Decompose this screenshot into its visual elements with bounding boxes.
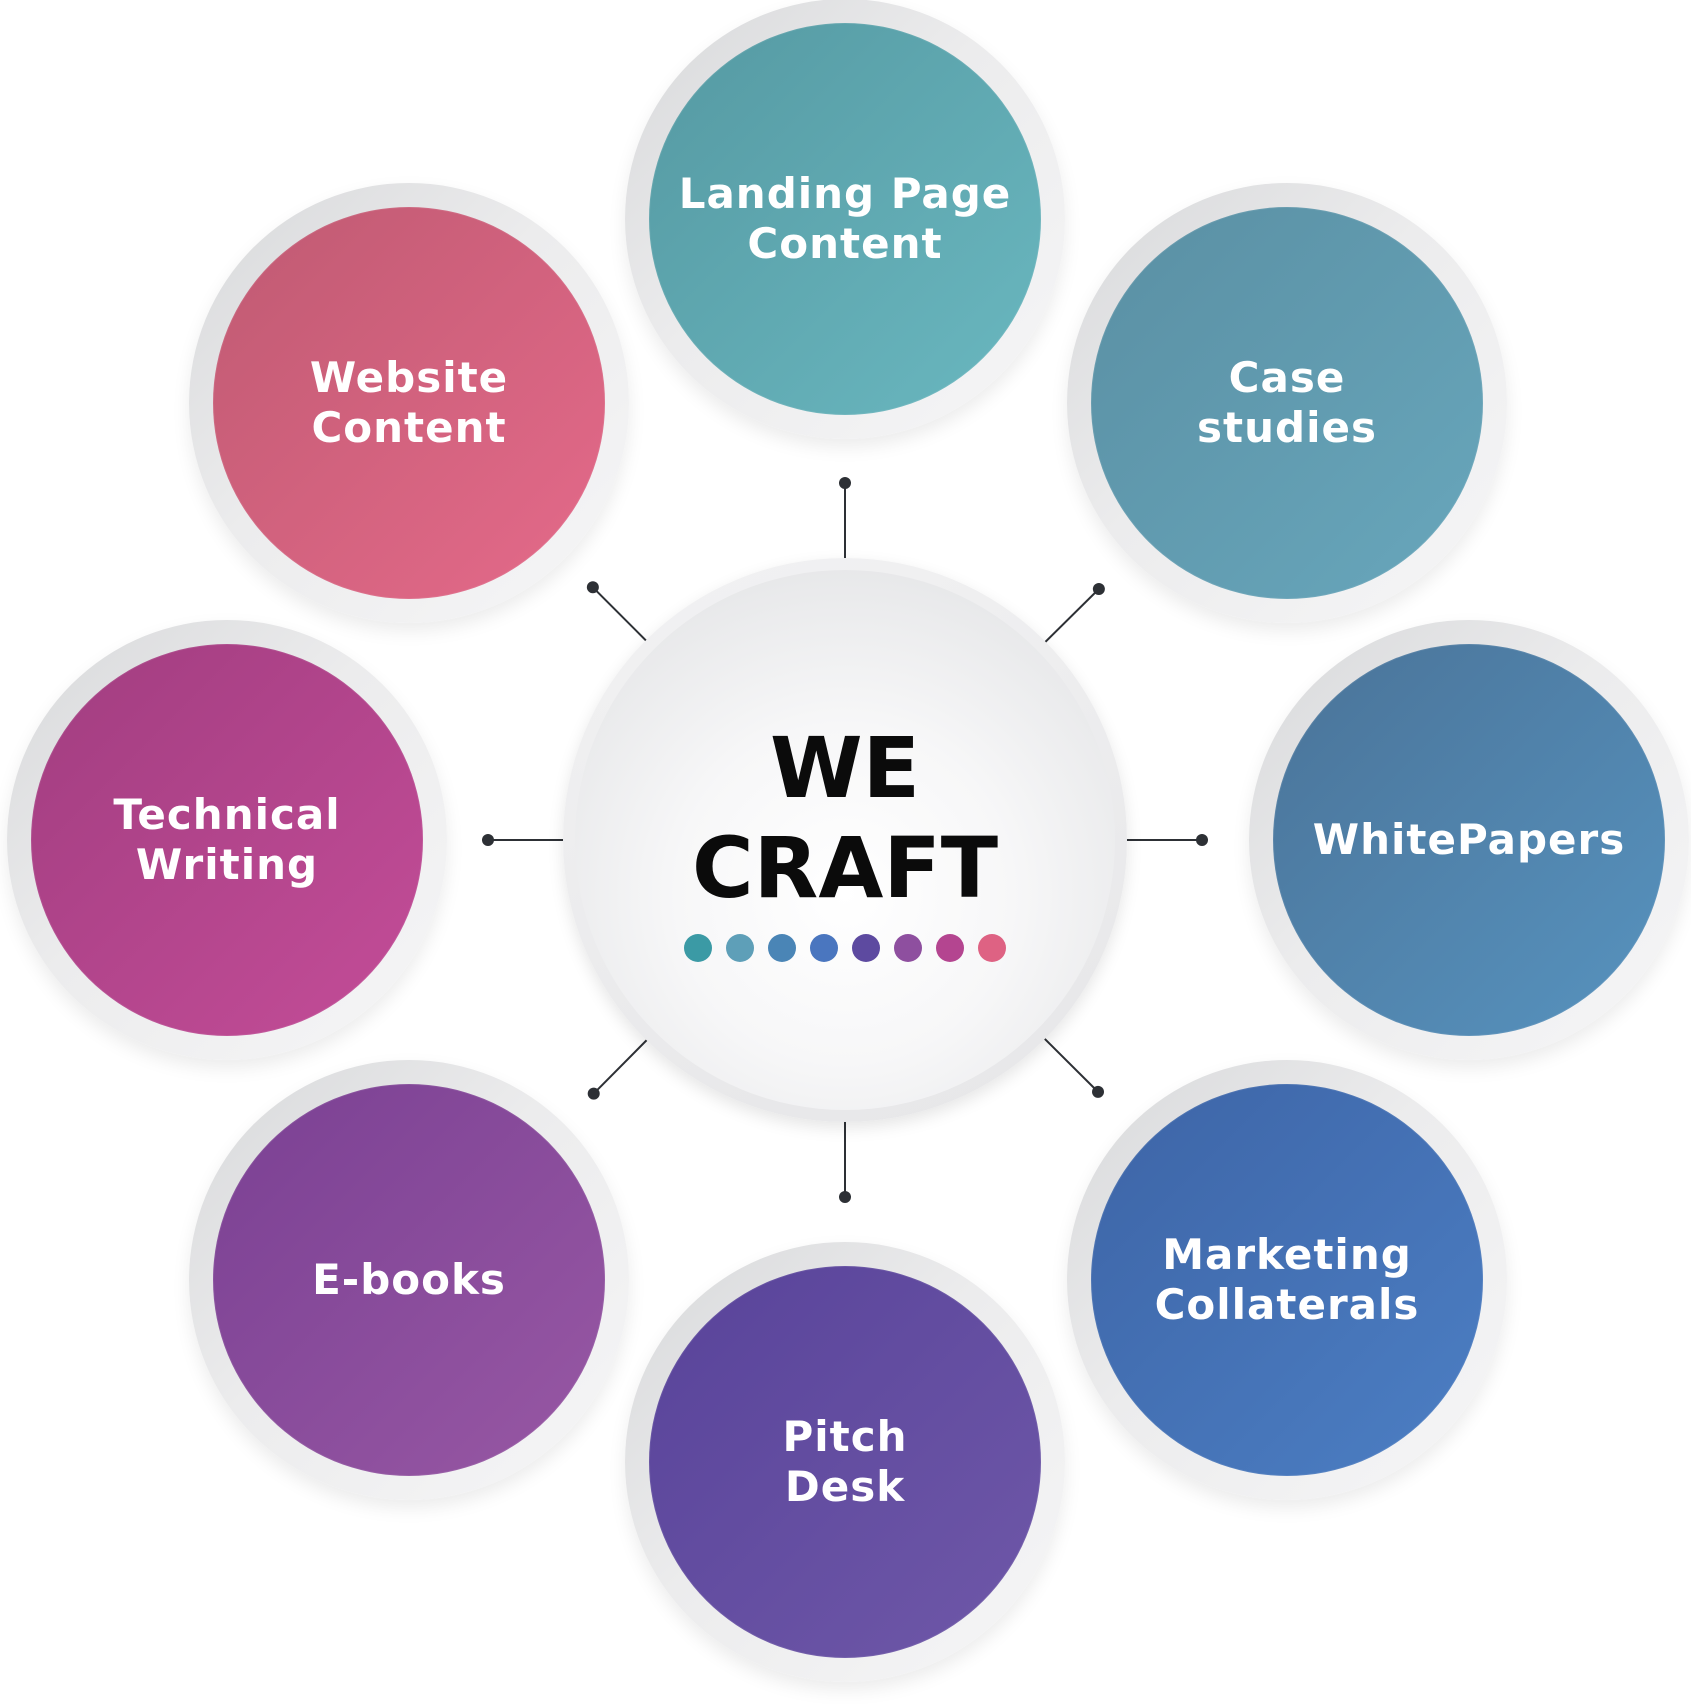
connector-line — [593, 1033, 653, 1095]
center-dot — [894, 934, 922, 962]
connector-line — [1038, 1032, 1099, 1093]
center-dot — [978, 934, 1006, 962]
connector-line — [592, 586, 653, 647]
connector-dot — [839, 1191, 851, 1203]
connector-dot — [587, 1087, 600, 1100]
center-title-line1: WE — [769, 719, 921, 817]
bubble-technical-writing: Technical Writing — [31, 644, 423, 1036]
center-dot — [852, 934, 880, 962]
connector-dot — [839, 477, 851, 489]
center-dot — [810, 934, 838, 962]
connector-dot — [1092, 1085, 1105, 1098]
connector-dot — [482, 834, 494, 846]
connector-dot — [1196, 834, 1208, 846]
center-core: WE CRAFT — [575, 570, 1115, 1110]
bubble-landing-page-content: Landing Page Content — [649, 23, 1041, 415]
bubble-marketing-collaterals: Marketing Collaterals — [1091, 1084, 1483, 1476]
bubble-e-books: E-books — [213, 1084, 605, 1476]
center-hub: WE CRAFT — [563, 558, 1127, 1122]
center-dot — [936, 934, 964, 962]
bubble-website-content: Website Content — [213, 207, 605, 599]
bubble-pitch-desk: Pitch Desk — [649, 1266, 1041, 1658]
connector-dot — [586, 581, 599, 594]
center-title-line2: CRAFT — [691, 819, 999, 917]
connector-line — [1039, 588, 1100, 649]
center-dot — [768, 934, 796, 962]
center-dot — [726, 934, 754, 962]
connector-dot — [1092, 583, 1105, 596]
bubble-whitepapers: WhitePapers — [1273, 644, 1665, 1036]
center-dot — [684, 934, 712, 962]
bubble-case-studies: Case studies — [1091, 207, 1483, 599]
